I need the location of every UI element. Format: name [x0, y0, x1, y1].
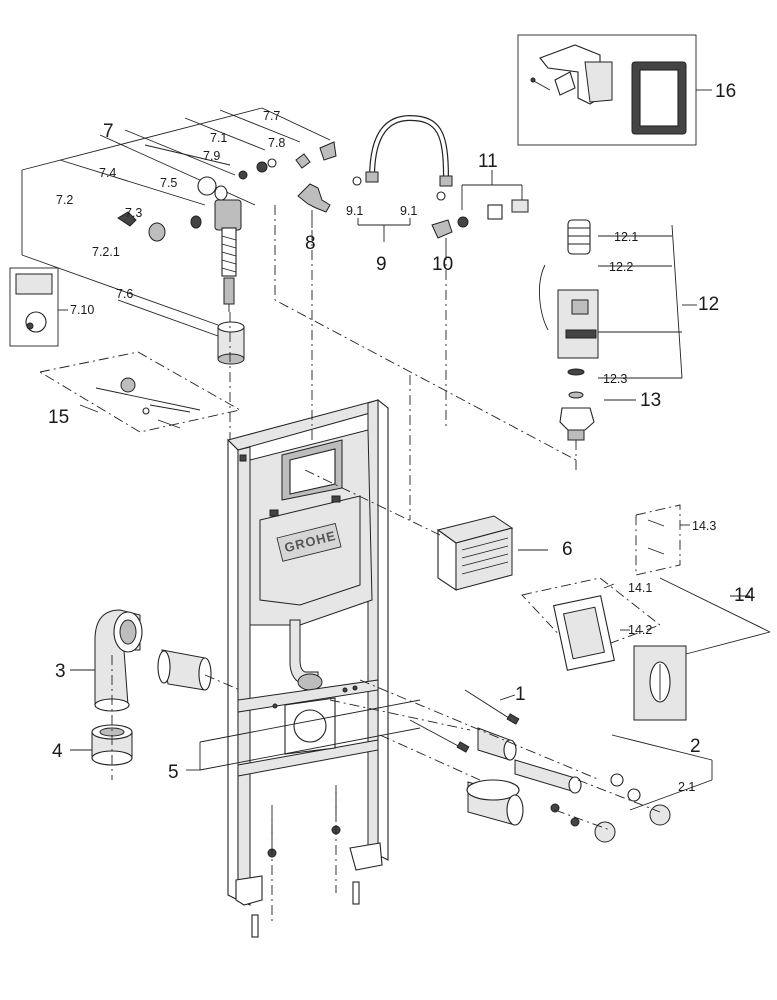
- callout-14-3: 14.3: [692, 519, 716, 533]
- callout-7-2: 7.2: [56, 193, 73, 207]
- part-8-clip: [297, 183, 331, 228]
- callout-7-10: 7.10: [70, 303, 94, 317]
- callout-15: 15: [48, 407, 69, 428]
- part-12-flush-valve: [539, 219, 697, 441]
- part-10-angle-valve: [431, 170, 529, 250]
- callout-16: 16: [715, 81, 736, 102]
- part-7-fill-valve: [21, 107, 337, 365]
- part-16-kit-box: [517, 34, 712, 146]
- callout-11: 11: [478, 151, 498, 172]
- callout-5: 5: [168, 762, 179, 783]
- callout-7-7: 7.7: [263, 109, 280, 123]
- part-4-sleeve: [70, 724, 133, 766]
- callout-9-1b: 9.1: [400, 204, 417, 218]
- callout-2: 2: [690, 736, 701, 757]
- callout-1: 1: [515, 684, 526, 705]
- part-6-box: [436, 515, 548, 592]
- part-15-anchor-set: [38, 351, 242, 433]
- callout-10: 10: [432, 254, 453, 275]
- callout-7-9: 7.9: [203, 149, 220, 163]
- callout-9-1a: 9.1: [346, 204, 363, 218]
- callout-3: 3: [55, 661, 66, 682]
- callout-7-5: 7.5: [160, 176, 177, 190]
- assembly-lines: [111, 205, 661, 925]
- part-1-bolts: [409, 689, 520, 753]
- part-9-hose: [352, 114, 453, 242]
- callout-9: 9: [376, 254, 387, 275]
- callout-14-1: 14.1: [628, 581, 652, 595]
- callout-labels: 1 2 2.1 3 4 5 6 7 7.1 7.2 7.2.1 7.3 7.4 …: [48, 81, 756, 794]
- grohe-logo: GROHE: [276, 522, 342, 562]
- callout-7: 7: [103, 121, 114, 142]
- callout-7-3: 7.3: [125, 206, 142, 220]
- callout-12-1: 12.1: [614, 230, 638, 244]
- part-3-bend: [70, 609, 212, 712]
- callout-12: 12: [698, 294, 719, 315]
- callout-14: 14: [734, 585, 756, 606]
- callout-12-3: 12.3: [603, 372, 627, 386]
- callout-8: 8: [305, 233, 316, 254]
- callout-7-6: 7.6: [116, 287, 133, 301]
- callout-7-2-1: 7.2.1: [92, 245, 120, 259]
- callout-7-8: 7.8: [268, 136, 285, 150]
- installation-frame: GROHE: [227, 398, 390, 906]
- part-2-connectors: [466, 727, 713, 843]
- callout-7-1: 7.1: [210, 131, 227, 145]
- callout-6: 6: [562, 539, 573, 560]
- callout-7-4: 7.4: [99, 166, 116, 180]
- part-5-bracket-bolts: [186, 699, 421, 938]
- callout-4: 4: [52, 741, 63, 762]
- callout-13: 13: [640, 390, 661, 411]
- callout-2-1: 2.1: [678, 780, 695, 794]
- part-7-10-box: [9, 267, 68, 347]
- callout-12-2: 12.2: [609, 260, 633, 274]
- callout-14-2: 14.2: [628, 623, 652, 637]
- part-14-mounting-kit: [521, 504, 771, 721]
